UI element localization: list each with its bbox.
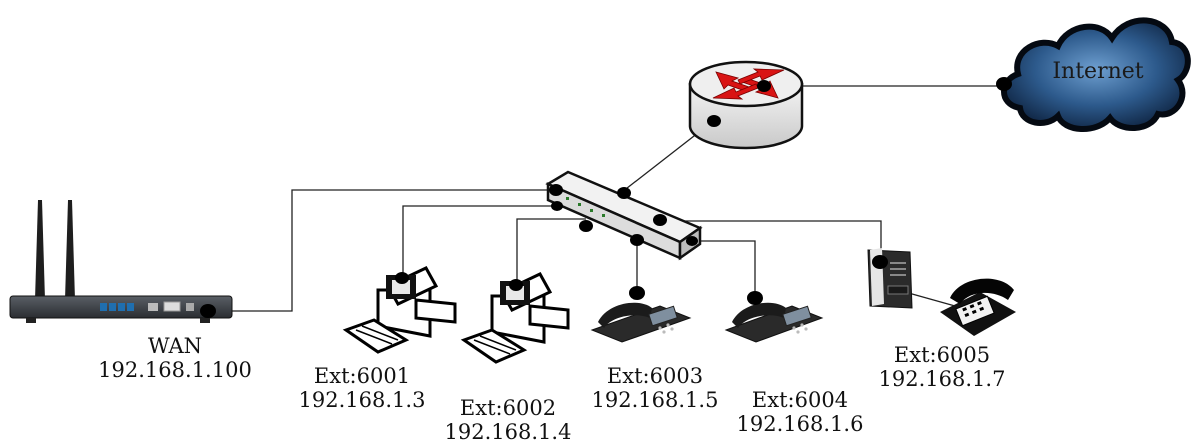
port-dot — [653, 214, 667, 226]
internet-cloud: Internet — [1001, 17, 1191, 133]
link-pc1-switch — [402, 205, 565, 276]
port-dot — [617, 187, 631, 199]
port-dot — [395, 272, 409, 284]
endpoint-ext: Ext:6003 — [606, 364, 704, 388]
switch — [545, 170, 703, 261]
endpoint-ip: 192.168.1.5 — [591, 388, 719, 412]
router-top — [688, 60, 804, 108]
port-dot — [549, 184, 563, 196]
endpoint-ext: Ext:6002 — [459, 396, 557, 420]
port-dot — [872, 255, 888, 269]
endpoint-ip: 192.168.1.4 — [444, 420, 572, 444]
port-dot — [630, 234, 644, 246]
port-dot — [579, 220, 593, 232]
port-dot — [629, 286, 645, 300]
gateway-device — [9, 200, 233, 323]
wan-port-label: WAN — [147, 334, 203, 358]
antenna-icon — [35, 200, 45, 300]
endpoint-ext: Ext:6004 — [751, 388, 849, 412]
desktop-pc-2 — [460, 272, 570, 364]
cloud-icon — [1001, 17, 1191, 133]
ip-phone-2 — [724, 302, 824, 343]
port-dot — [996, 77, 1012, 91]
link-pc2-switch — [516, 218, 586, 282]
port-dot — [747, 291, 763, 305]
ip-phone-1 — [590, 302, 692, 343]
port-dot — [551, 201, 563, 211]
antenna-icon — [65, 200, 75, 300]
gateway-label: WAN 192.168.1.100 — [95, 334, 255, 382]
endpoint-ext: Ext:6005 — [893, 343, 991, 367]
gateway-ip: 192.168.1.100 — [98, 358, 252, 382]
internet-label: Internet — [1052, 59, 1143, 84]
switch-led-icons — [566, 197, 605, 217]
endpoint-ip: 192.168.1.6 — [736, 412, 864, 436]
endpoint-label-4: Ext:6004 192.168.1.6 — [730, 388, 870, 436]
endpoint-label-3: Ext:6003 192.168.1.5 — [585, 364, 725, 412]
endpoint-label-1: Ext:6001 192.168.1.3 — [292, 364, 432, 412]
link-gateway-switch — [207, 189, 556, 312]
port-dot — [200, 304, 216, 318]
endpoint-ext: Ext:6001 — [313, 364, 411, 388]
desktop-pc-1 — [342, 266, 457, 354]
endpoint-ip: 192.168.1.3 — [298, 388, 426, 412]
port-dot — [686, 236, 698, 246]
lan-ports-icon — [100, 303, 134, 311]
endpoint-label-2: Ext:6002 192.168.1.4 — [438, 396, 578, 444]
link-ata-phone — [904, 291, 956, 307]
router — [688, 60, 804, 150]
port-dot — [707, 115, 721, 127]
port-dot — [509, 279, 523, 291]
link-phone2-switch — [692, 240, 756, 298]
analog-phone — [940, 278, 1016, 336]
port-dot — [757, 80, 771, 92]
endpoint-ip: 192.168.1.7 — [878, 367, 1006, 391]
endpoint-label-5: Ext:6005 192.168.1.7 — [872, 343, 1012, 391]
port-dots — [200, 77, 1012, 318]
